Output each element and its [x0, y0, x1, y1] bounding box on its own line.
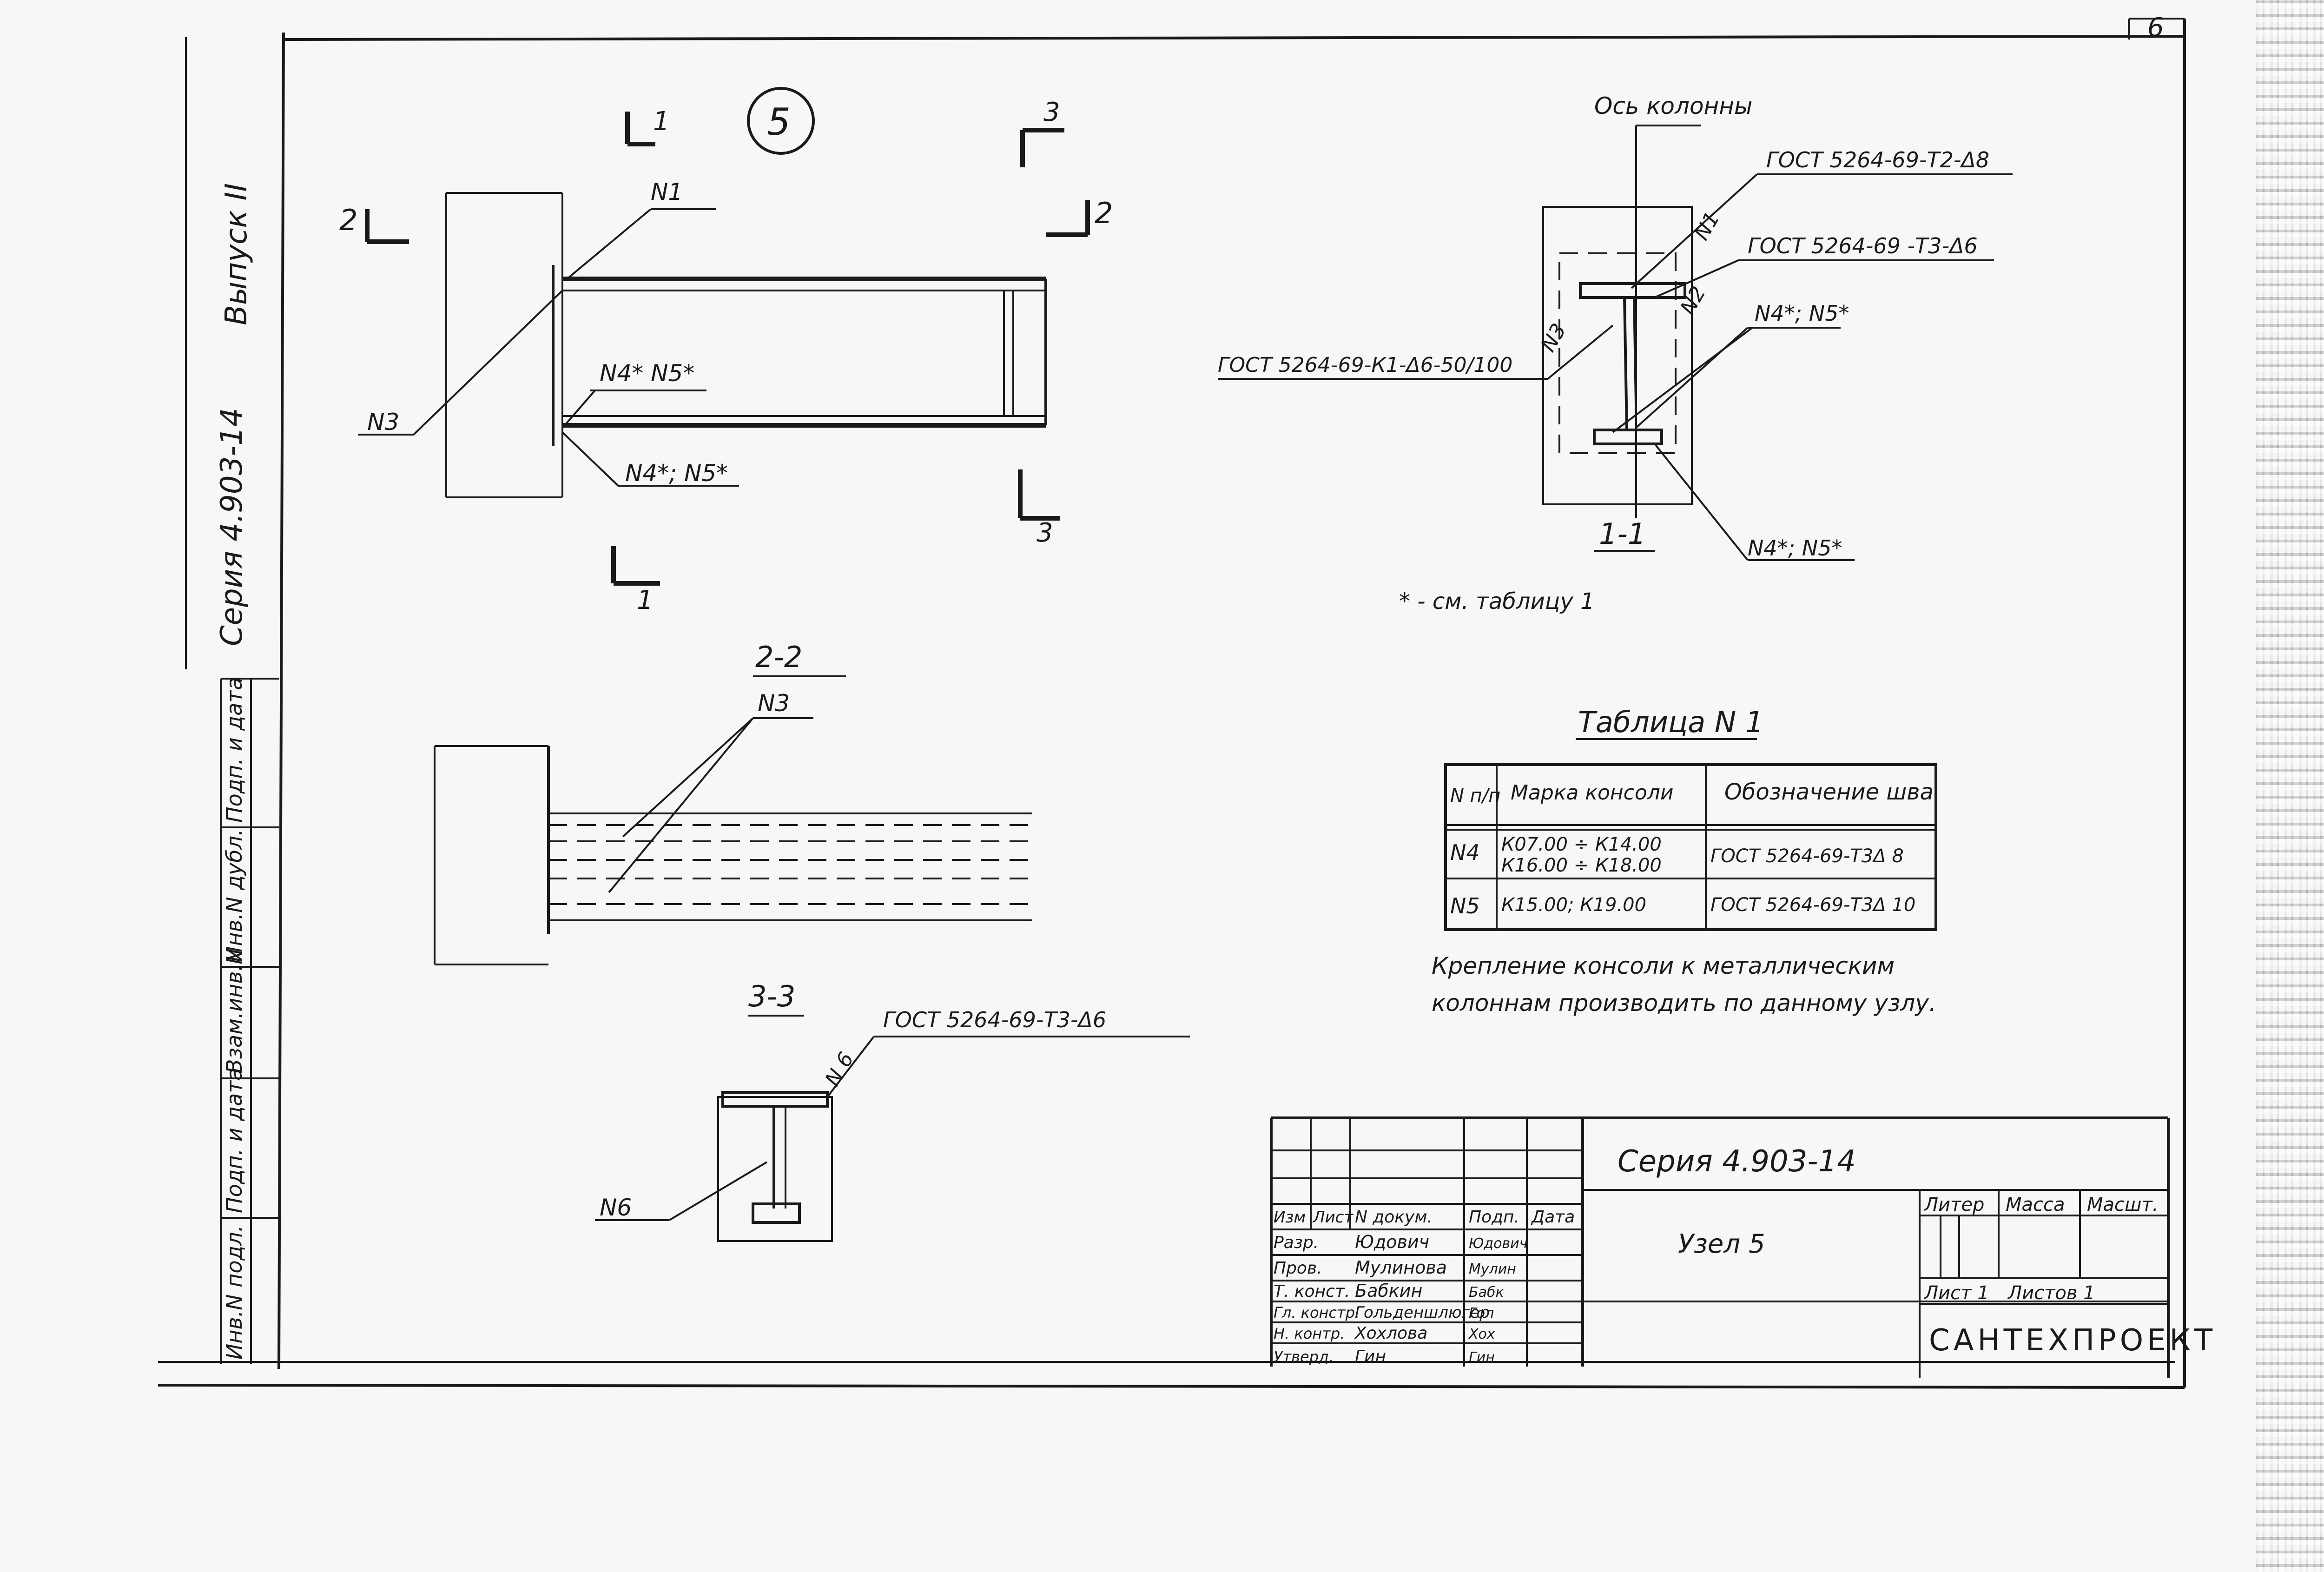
tb-sign-4: Гол: [1469, 1305, 1494, 1321]
sec3-top-label: 3: [1043, 97, 1060, 127]
tb-sign-3: Бабк: [1469, 1284, 1504, 1301]
table-row-2-marks-1: К15.00; К19.00: [1501, 894, 1646, 916]
tb-name-6: Гин: [1355, 1347, 1386, 1366]
table-row-2-weld: ГОСТ 5264-69-Т3Δ 10: [1710, 894, 1915, 916]
s33-n6-weld: N 6: [820, 1048, 858, 1090]
tb-role-5: Н. контр.: [1274, 1325, 1345, 1342]
title-block-grid: [1270, 1116, 2170, 1378]
tb-org: САНТЕХПРОЕКТ: [1929, 1323, 2216, 1358]
table-header-mark: Марка консоли: [1511, 781, 1673, 805]
s11-n45-bottom: N4*; N5*: [1748, 535, 1842, 561]
sec1-bottom-label: 1: [637, 585, 654, 615]
left-box-4: Подп. и дата: [222, 1068, 247, 1213]
tb-name: Узел 5: [1678, 1229, 1765, 1259]
side-issue: Выпуск II: [219, 183, 254, 325]
left-stamp: [220, 678, 279, 1364]
s11-n2: N2: [1676, 282, 1710, 318]
table-header-weld: Обозначение шва: [1724, 779, 1934, 805]
s33-n6: N6: [600, 1194, 632, 1221]
tb-sign-6: Гин: [1469, 1349, 1495, 1366]
tb-mass: Масса: [2006, 1194, 2065, 1215]
main-n45-top: N4* N5*: [600, 360, 694, 387]
section-3-3-title: 3-3: [748, 979, 795, 1013]
table-title: Таблица N 1: [1578, 705, 1763, 739]
tb-sign-2: Мулин: [1469, 1261, 1516, 1277]
sec1-top-label: 1: [653, 106, 670, 137]
axis-label: Ось колонны: [1594, 92, 1752, 119]
left-box-3: Инв.N дубл.: [222, 829, 247, 962]
tb-name-2: Мулинова: [1355, 1257, 1447, 1278]
tb-stage: Литер: [1923, 1194, 1984, 1215]
table-row-1-marks-1: К07.00 ÷ К14.00: [1501, 834, 1662, 855]
tb-name-4: Гольденшлюгер: [1355, 1303, 1490, 1322]
note-line-1: Крепление консоли к металлическим: [1432, 952, 1895, 979]
tb-sheets: Листов 1: [2007, 1282, 2095, 1304]
sec2-right-label: 2: [1095, 196, 1113, 230]
tb-sign-1: Юдович: [1469, 1235, 1527, 1252]
sec2-left-label: 2: [339, 203, 357, 237]
tb-col-date: Дата: [1531, 1208, 1575, 1227]
main-n3: N3: [367, 409, 399, 436]
tb-sheet: Лист 1: [1923, 1282, 1989, 1304]
s22-n3: N3: [758, 690, 790, 717]
tb-role-6: Утверд.: [1274, 1348, 1334, 1366]
tb-col-list: Лист: [1312, 1208, 1353, 1227]
sec3-bottom-label: 3: [1037, 518, 1053, 548]
sheet-frame: [158, 18, 2186, 1389]
section-3-3: [595, 1015, 1190, 1242]
section-2-2: [434, 675, 1032, 965]
section-2-2-title: 2-2: [755, 640, 802, 674]
tb-role-4: Гл. констр.: [1274, 1304, 1360, 1321]
table-row-1-weld: ГОСТ 5264-69-Т3Δ 8: [1710, 845, 1904, 867]
tb-name-3: Бабкин: [1355, 1281, 1422, 1301]
table-row-2-n: N5: [1450, 893, 1480, 918]
weld-t2: ГОСТ 5264-69-Т2-Δ8: [1766, 147, 1989, 172]
left-box-1: Инв.N подл.: [222, 1225, 247, 1360]
s11-n3: N3: [1536, 319, 1571, 356]
main-view: [358, 112, 1090, 586]
table-header-n: N п/п: [1450, 785, 1500, 806]
tb-sign-5: Хох: [1468, 1326, 1495, 1342]
side-series: Серия 4.903-14: [215, 408, 249, 646]
s11-n1: N1: [1690, 208, 1724, 244]
left-box-2: Взам.инв.N: [222, 948, 247, 1074]
tb-col-doc: N докум.: [1355, 1208, 1433, 1227]
table-1-grid: [1444, 738, 1937, 931]
tb-name-5: Хохлова: [1354, 1324, 1427, 1343]
footnote: * - см. таблицу 1: [1399, 588, 1595, 614]
left-box-5: Подп. и дата: [222, 677, 247, 823]
tb-role-3: Т. конст.: [1274, 1282, 1350, 1301]
tb-name-1: Юдович: [1355, 1232, 1429, 1252]
section-1-1-title: 1-1: [1599, 517, 1646, 551]
main-n1: N1: [651, 178, 683, 205]
node-marker: 5: [767, 100, 791, 144]
tb-col-sign: Подп.: [1469, 1208, 1519, 1227]
table-row-1-n: N4: [1450, 840, 1480, 865]
s33-weld: ГОСТ 5264-69-Т3-Δ6: [883, 1007, 1106, 1032]
tb-role-2: Пров.: [1274, 1259, 1322, 1278]
tb-series: Серия 4.903-14: [1618, 1144, 1856, 1179]
node-marker-circle: [747, 87, 815, 155]
weld-k1: ГОСТ 5264-69-К1-Δ6-50/100: [1218, 353, 1512, 377]
table-row-1-marks-2: К16.00 ÷ К18.00: [1501, 855, 1662, 876]
tb-role-1: Разр.: [1274, 1233, 1319, 1252]
weld-t3: ГОСТ 5264-69 -Т3-Δ6: [1748, 233, 1978, 258]
scan-edge-noise-overlay: [2256, 0, 2324, 1572]
main-n45-bottom: N4*; N5*: [625, 460, 728, 487]
sheet-number: 6: [2147, 13, 2164, 43]
s11-n45-top: N4*; N5*: [1755, 301, 1849, 326]
tb-col-izm: Изм: [1274, 1208, 1306, 1227]
section-1-1: [1218, 125, 2013, 561]
note-line-2: колоннам производить по данному узлу.: [1432, 990, 1936, 1017]
tb-scale: Масшт.: [2087, 1194, 2159, 1215]
